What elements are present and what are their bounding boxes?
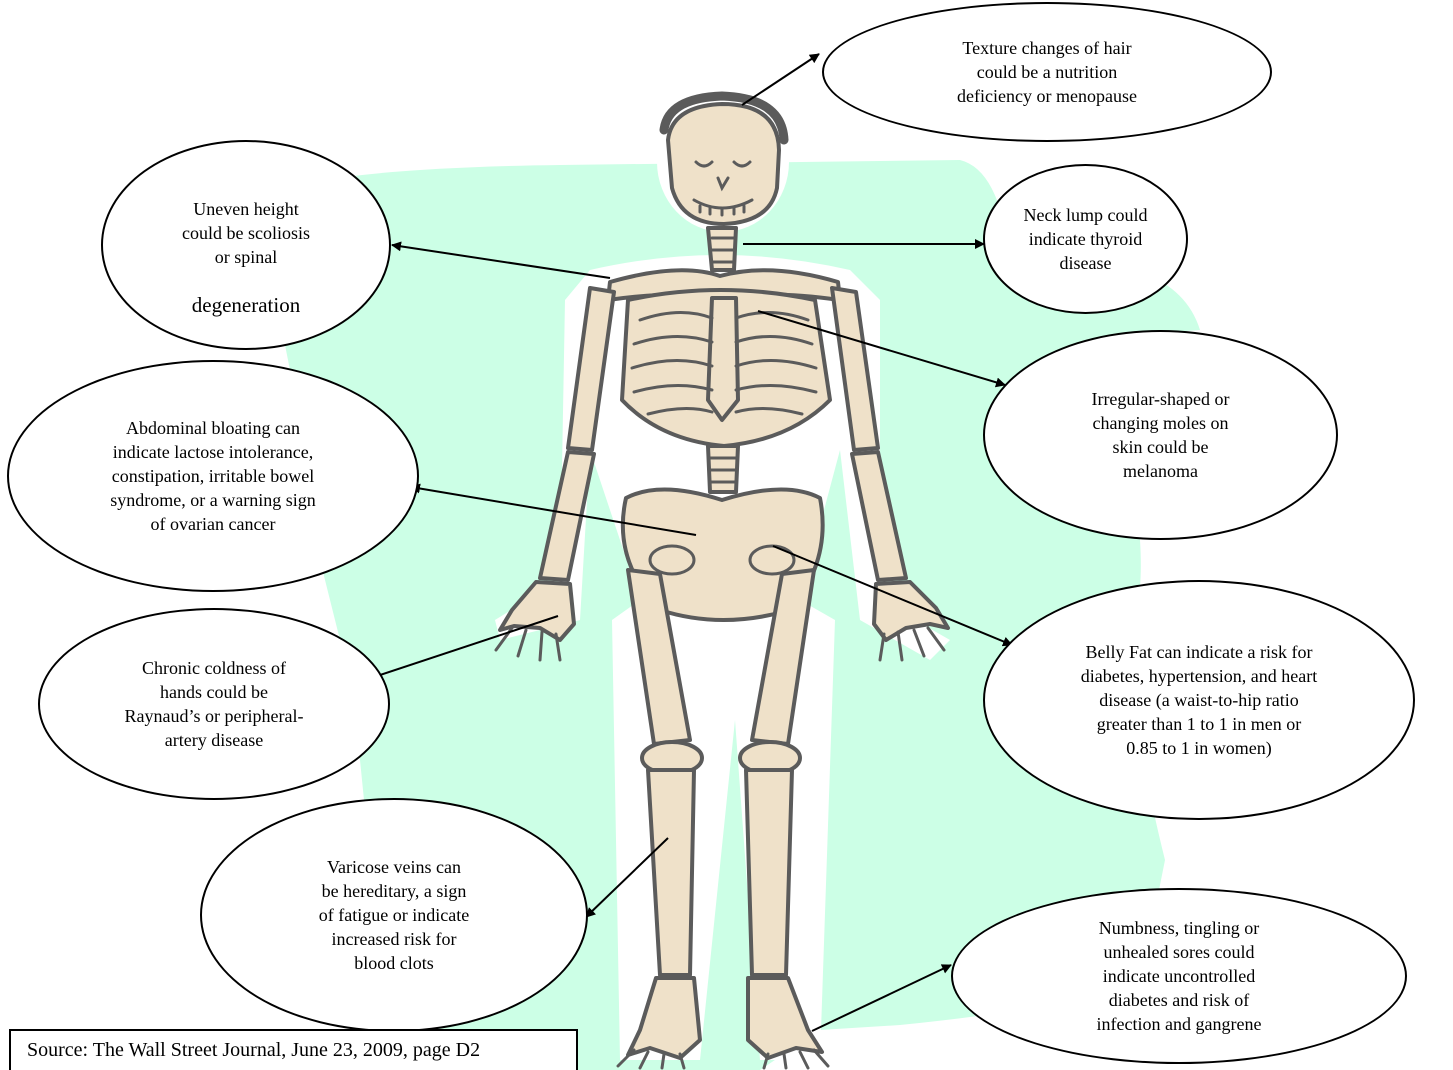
callout-hands: Chronic coldness of hands could be Rayna… bbox=[38, 608, 390, 800]
callout-hair: Texture changes of hair could be a nutri… bbox=[822, 2, 1272, 142]
callout-height-text-2: degeneration bbox=[192, 293, 300, 317]
callout-veins: Varicose veins can be hereditary, a sign… bbox=[200, 798, 588, 1032]
callout-height-text: Uneven height could be scoliosis or spin… bbox=[182, 199, 310, 267]
callout-veins-text: Varicose veins can be hereditary, a sign… bbox=[319, 855, 469, 975]
callout-feet-text: Numbness, tingling or unhealed sores cou… bbox=[1097, 916, 1262, 1036]
callout-neck: Neck lump could indicate thyroid disease bbox=[983, 164, 1188, 314]
callout-moles-text: Irregular-shaped or changing moles on sk… bbox=[1091, 387, 1229, 483]
callout-moles: Irregular-shaped or changing moles on sk… bbox=[983, 330, 1338, 540]
callout-bloating-text: Abdominal bloating can indicate lactose … bbox=[110, 416, 315, 536]
callout-hair-text: Texture changes of hair could be a nutri… bbox=[957, 36, 1137, 108]
callout-belly-text: Belly Fat can indicate a risk for diabet… bbox=[1081, 640, 1317, 760]
source-citation: Source: The Wall Street Journal, June 23… bbox=[9, 1029, 578, 1070]
callout-feet: Numbness, tingling or unhealed sores cou… bbox=[951, 888, 1407, 1064]
callout-neck-text: Neck lump could indicate thyroid disease bbox=[1024, 203, 1148, 275]
skull bbox=[668, 104, 779, 224]
callout-hands-text: Chronic coldness of hands could be Rayna… bbox=[125, 656, 304, 752]
callout-bloating: Abdominal bloating can indicate lactose … bbox=[7, 360, 419, 592]
arrow-hair bbox=[742, 54, 819, 105]
callout-belly: Belly Fat can indicate a risk for diabet… bbox=[983, 580, 1415, 820]
callout-height: Uneven height could be scoliosis or spin… bbox=[101, 140, 391, 350]
